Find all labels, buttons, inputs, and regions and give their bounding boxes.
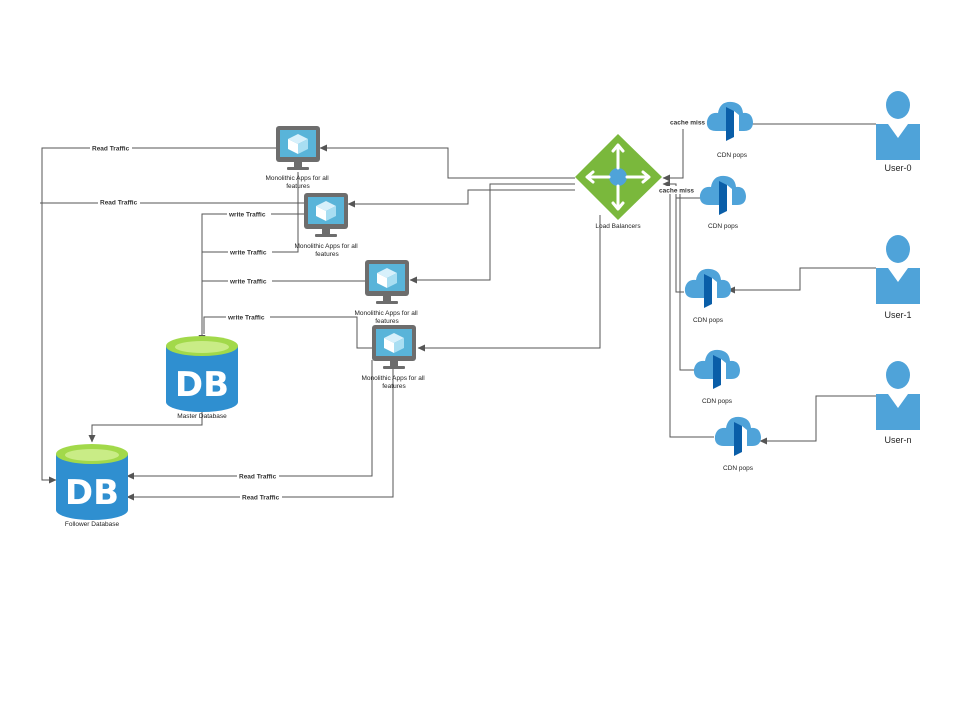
user-node: User-0 <box>876 91 920 173</box>
edge-cdn0-cache-miss <box>662 129 684 182</box>
edge-master-to-follower <box>88 412 203 443</box>
follower-database: DB Follower Database <box>56 444 128 528</box>
app-node: Monolithic Apps for all features <box>361 325 426 390</box>
app-label: Monolithic Apps for all <box>354 310 418 317</box>
cdn-pop-label: CDN pops <box>708 223 739 230</box>
edge-labels: Read Traffic Read Traffic write Traffic … <box>90 118 707 502</box>
app-label: Monolithic Apps for all <box>265 175 329 182</box>
cdn-pop-label: CDN pops <box>723 465 754 472</box>
app-label: Monolithic Apps for all <box>294 243 358 250</box>
svg-text:Monolithic Apps for all fe: Monolithic Apps for all features <box>294 243 359 258</box>
cloud-cdn-icon <box>706 101 753 141</box>
load-balancer: Load Balancers <box>575 134 662 230</box>
svg-text:Monolithic Apps for all fe: Monolithic Apps for all features <box>354 310 419 325</box>
edge-lb-to-app-1 <box>319 144 575 179</box>
user-node: User-n <box>876 361 920 445</box>
master-database: DB Master Database <box>166 336 238 420</box>
cloud-cdn-icon <box>714 416 761 456</box>
edge-cdn4-cache-miss <box>669 186 714 438</box>
cloud-cdn-icon <box>684 268 731 308</box>
monitor-cube-icon <box>365 260 409 304</box>
edge-label-read-traffic: Read Traffic <box>239 474 277 481</box>
load-balancer-diamond-icon <box>575 134 662 220</box>
edge-read-app4b-follower <box>126 360 394 501</box>
cdn-pop: CDN pops <box>714 416 761 472</box>
user-label: User-1 <box>884 310 911 320</box>
edge-label-write-traffic: write Traffic <box>228 212 266 219</box>
user-person-icon <box>876 361 920 430</box>
svg-text:Monolithic Apps for all fe: Monolithic Apps for all features <box>361 375 426 390</box>
edge-cdn3-cache-miss <box>679 186 694 371</box>
cdn-pop-label: CDN pops <box>693 317 724 324</box>
edge-label-cache-miss: cache miss <box>670 120 705 127</box>
db-badge: DB <box>175 365 229 405</box>
edge-cdn2-cache-miss <box>675 186 684 293</box>
app-label: Monolithic Apps for all <box>361 375 425 382</box>
edge-label-write-traffic: write Traffic <box>229 250 267 257</box>
connectors <box>40 120 876 501</box>
cdn-pop: CDN pops <box>684 268 731 324</box>
edge-label-read-traffic: Read Traffic <box>92 146 130 153</box>
edge-lb-to-app-2 <box>347 189 575 208</box>
load-balancer-label: Load Balancers <box>595 223 641 230</box>
edge-read-app4-follower <box>126 360 373 480</box>
edge-usern-to-cdn <box>759 395 876 445</box>
app-node: Monolithic Apps for all features <box>354 260 419 325</box>
edge-label-cache-miss: cache miss <box>659 188 694 195</box>
monitor-cube-icon <box>372 325 416 369</box>
cloud-cdn-icon <box>699 175 746 215</box>
app-node: Monolithic Apps for all features <box>294 193 359 258</box>
cdn-pop-label: CDN pops <box>717 152 748 159</box>
user-person-icon <box>876 91 920 160</box>
user-person-icon <box>876 235 920 304</box>
master-database-label: Master Database <box>177 413 227 420</box>
cdn-pop: CDN pops <box>699 175 746 230</box>
monitor-cube-icon <box>276 126 320 170</box>
edge-lb-to-app-3 <box>409 183 575 284</box>
monitor-cube-icon <box>304 193 348 237</box>
app-node: Monolithic Apps for all features <box>265 126 330 190</box>
edge-lb-to-app-4 <box>417 215 601 352</box>
db-badge: DB <box>65 473 119 513</box>
edge-label-read-traffic: Read Traffic <box>242 495 280 502</box>
cdn-pop-label: CDN pops <box>702 398 733 405</box>
svg-text:Monolithic Apps for all fe: Monolithic Apps for all features <box>265 175 330 190</box>
edge-write-app4-master <box>203 316 372 349</box>
edge-label-write-traffic: write Traffic <box>227 315 265 322</box>
user-label: User-n <box>884 435 911 445</box>
follower-database-label: Follower Database <box>65 521 120 528</box>
edge-label-write-traffic: write Traffic <box>229 279 267 286</box>
cdn-pop: CDN pops <box>693 349 740 405</box>
cdn-pop: CDN pops <box>706 101 753 159</box>
user-node: User-1 <box>876 235 920 320</box>
edge-read-app1-follower <box>41 147 276 484</box>
user-label: User-0 <box>884 163 911 173</box>
edge-label-read-traffic: Read Traffic <box>100 200 138 207</box>
edge-user1-to-cdn <box>727 267 876 294</box>
cloud-cdn-icon <box>693 349 740 389</box>
